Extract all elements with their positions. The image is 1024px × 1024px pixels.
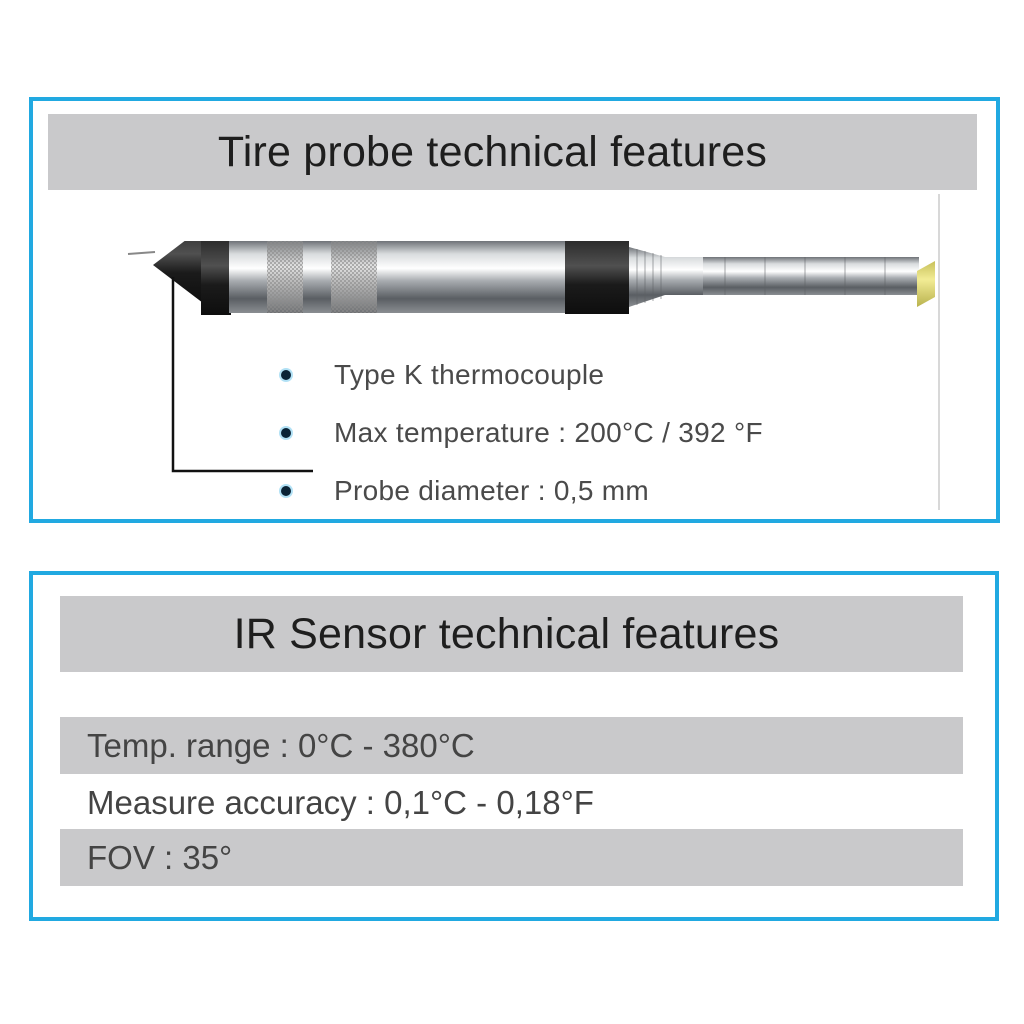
ir-spec-row: Temp. range : 0°C - 380°C [60,717,963,774]
probe-feature-item: Type K thermocouple [281,355,604,395]
ir-sensor-title: IR Sensor technical features [233,609,780,658]
ir-spec-row: Measure accuracy : 0,1°C - 0,18°F [87,783,594,821]
ir-sensor-panel: IR Sensor technical features Temp. range… [29,571,999,921]
bullet-icon [281,428,291,438]
divider-line [938,194,940,510]
probe-feature-item: Max temperature : 200°C / 392 °F [281,413,763,453]
probe-feature-text: Max temperature : 200°C / 392 °F [334,417,763,448]
ir-spec-row: FOV : 35° [60,829,963,886]
tire-probe-icon [127,241,935,473]
bullet-icon [281,370,291,380]
probe-feature-text: Probe diameter : 0,5 mm [334,475,650,506]
probe-feature-item: Probe diameter : 0,5 mm [281,471,649,511]
ir-sensor-title-bar: IR Sensor technical features [60,596,963,672]
tire-probe-title: Tire probe technical features [217,127,768,176]
tire-probe-title-bar: Tire probe technical features [48,114,977,190]
tire-probe-panel: Tire probe technical features [29,97,1000,523]
bullet-icon [281,486,291,496]
probe-feature-text: Type K thermocouple [334,359,605,390]
